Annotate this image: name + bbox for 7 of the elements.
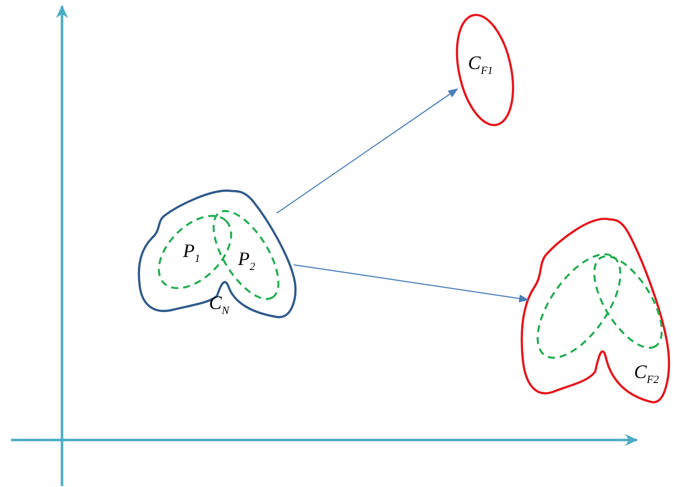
set-label: C$_{F2}$: [634, 363, 659, 388]
set-label: P$_{2}$: [238, 250, 256, 275]
arrow: [276, 88, 458, 214]
set-label: C$_{F1}$: [468, 54, 493, 79]
set-label: P$_{1}$: [183, 242, 200, 267]
arrow: [294, 264, 530, 302]
set-label: C$_{N}$: [209, 294, 230, 319]
